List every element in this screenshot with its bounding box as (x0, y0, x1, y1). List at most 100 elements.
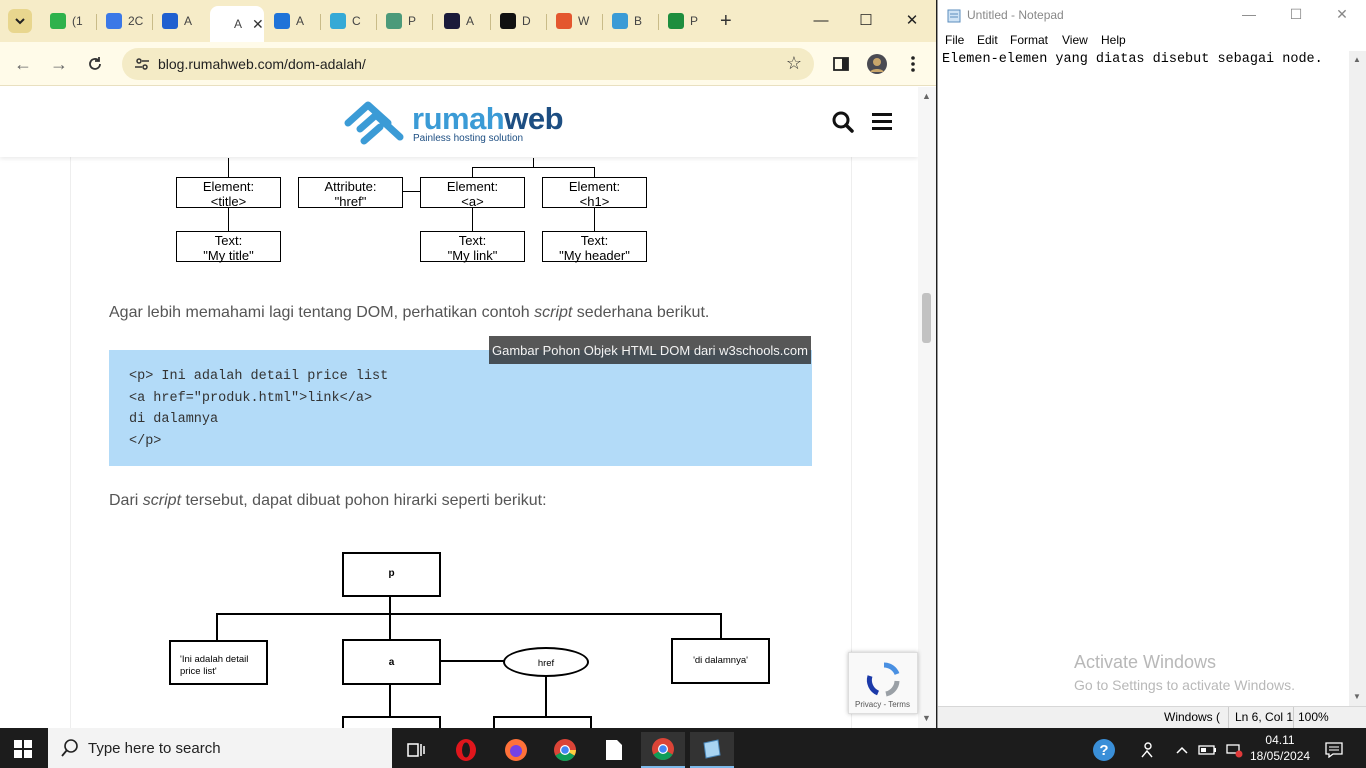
taskbar-chrome-profile[interactable] (641, 732, 685, 768)
tray-clock[interactable]: 04.11 18/05/2024 (1250, 732, 1310, 764)
help-icon: ? (1093, 739, 1115, 761)
tree-edge (440, 660, 504, 662)
recaptcha-links[interactable]: Privacy - Terms (855, 700, 910, 709)
node-label: "My title" (203, 248, 254, 263)
menu-view[interactable]: View (1062, 33, 1088, 47)
text: Dari (109, 492, 143, 509)
tree-node-child (493, 716, 592, 728)
site-logo-text[interactable]: rumahweb (412, 101, 564, 137)
back-button[interactable]: ← (14, 53, 32, 74)
taskbar-firefox[interactable] (494, 732, 538, 768)
tab-favicon-icon (162, 13, 178, 29)
status-encoding: Windows ( (1164, 710, 1221, 724)
tree-node-header-text: Text:"My header" (542, 231, 647, 263)
browser-tab[interactable]: A✕ (210, 6, 264, 42)
forward-button[interactable]: → (50, 53, 68, 74)
firefox-icon (505, 739, 527, 761)
browser-tab[interactable]: (1 (42, 8, 94, 34)
taskbar-notepad[interactable] (690, 732, 734, 768)
browser-tab[interactable]: A (266, 8, 318, 34)
browser-tab[interactable]: B (604, 8, 656, 34)
tree-node-p: p (342, 552, 441, 597)
browser-tab[interactable]: P (660, 8, 712, 34)
site-info-icon[interactable] (134, 56, 150, 72)
notepad-minimize-button[interactable]: — (1242, 6, 1256, 22)
tab-separator (152, 14, 153, 30)
notepad-maximize-button[interactable]: ☐ (1289, 6, 1303, 22)
maximize-button[interactable]: ☐ (859, 12, 873, 29)
tab-favicon-icon (386, 13, 402, 29)
tab-separator (320, 14, 321, 30)
tab-close-icon[interactable]: ✕ (252, 15, 264, 32)
site-tagline: Painless hosting solution (413, 133, 524, 144)
notification-center[interactable] (1312, 732, 1356, 768)
windows-start-icon[interactable] (14, 740, 32, 758)
side-panel-icon[interactable] (830, 53, 852, 75)
tab-separator (658, 14, 659, 30)
tree-edge (228, 207, 229, 231)
address-bar[interactable]: blog.rumahweb.com/dom-adalah/ ☆ (122, 48, 814, 80)
tree-node-a: Element:<a> (420, 177, 525, 209)
minimize-button[interactable]: — (813, 11, 829, 29)
browser-tab[interactable]: A (436, 8, 488, 34)
network-icon (1226, 744, 1243, 758)
profile-avatar[interactable] (866, 53, 888, 75)
notepad-text-area[interactable]: Elemen-elemen yang diatas disebut sebaga… (942, 52, 1323, 67)
menu-format[interactable]: Format (1010, 33, 1049, 47)
tab-title: A (466, 14, 475, 28)
menu-edit[interactable]: Edit (977, 33, 998, 47)
taskbar-opera[interactable] (444, 732, 488, 768)
search-icon[interactable] (832, 111, 854, 133)
tray-help[interactable]: ? (1082, 732, 1126, 768)
tab-title: (1 (72, 14, 83, 28)
status-divider (1228, 707, 1229, 729)
code-block: <p> Ini adalah detail price list<a href=… (109, 350, 812, 466)
status-zoom: 100% (1298, 710, 1329, 724)
scroll-down-arrow[interactable]: ▼ (1353, 692, 1361, 701)
scroll-up-arrow[interactable]: ▲ (922, 91, 931, 101)
browser-tab[interactable]: A (154, 8, 206, 34)
recaptcha-badge[interactable]: Privacy - Terms (848, 652, 918, 714)
notepad-scrollbar[interactable]: ▲ ▼ (1349, 51, 1366, 706)
bookmark-star-icon[interactable]: ☆ (785, 53, 802, 73)
scroll-down-arrow[interactable]: ▼ (922, 713, 931, 723)
tray-battery[interactable] (1186, 732, 1230, 768)
tab-favicon-icon (274, 13, 290, 29)
browser-tab[interactable]: 2C (98, 8, 150, 34)
browser-tab[interactable]: D (492, 8, 544, 34)
page-scrollbar[interactable]: ▲ ▼ (918, 87, 936, 728)
scrollbar-thumb[interactable] (922, 293, 931, 343)
node-label: Element: (568, 179, 621, 194)
task-view-button[interactable] (394, 732, 438, 768)
browser-tab[interactable]: C (322, 8, 374, 34)
url-text[interactable]: blog.rumahweb.com/dom-adalah/ (158, 56, 366, 72)
node-label: "My header" (559, 248, 630, 263)
notepad-close-button[interactable]: ✕ (1336, 6, 1348, 22)
hamburger-menu-icon[interactable] (872, 113, 892, 131)
tab-favicon-icon (330, 13, 346, 29)
browser-tab[interactable]: P (378, 8, 430, 34)
node-label: Attribute: (324, 179, 377, 194)
tab-search-button[interactable] (8, 9, 32, 33)
menu-file[interactable]: File (945, 33, 965, 47)
site-header: rumahweb Painless hosting solution (0, 87, 918, 157)
tree-edge (228, 158, 229, 178)
taskbar-file[interactable] (592, 732, 636, 768)
browser-tab[interactable]: W (548, 8, 600, 34)
new-tab-button[interactable]: + (720, 10, 732, 32)
close-window-button[interactable]: ✕ (905, 12, 919, 29)
taskbar-search-box[interactable]: Type here to search (48, 728, 392, 768)
tree-edge (594, 207, 595, 231)
menu-help[interactable]: Help (1101, 33, 1126, 47)
more-menu-icon[interactable] (902, 53, 924, 75)
scroll-up-arrow[interactable]: ▲ (1353, 55, 1361, 64)
tray-network[interactable] (1212, 732, 1256, 768)
taskbar-chrome[interactable] (543, 732, 587, 768)
tray-people[interactable] (1124, 732, 1168, 768)
reload-button[interactable] (83, 52, 107, 76)
rumahweb-logo-icon[interactable] (344, 99, 408, 147)
activate-windows-watermark: Activate Windows Go to Settings to activ… (1074, 652, 1295, 693)
tree-edge (216, 613, 218, 641)
tray-overflow[interactable] (1160, 732, 1204, 768)
